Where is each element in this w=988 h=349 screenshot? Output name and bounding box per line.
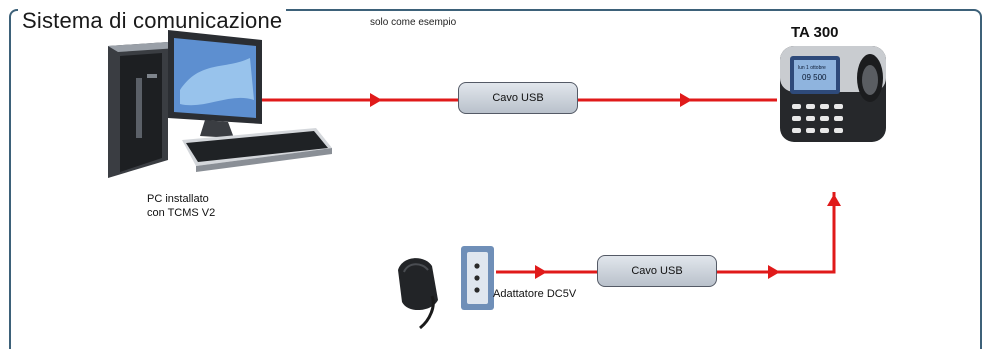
ta300-device-icon	[780, 46, 886, 142]
pc-label-line2: con TCMS V2	[147, 207, 216, 219]
example-note: solo come esempio	[370, 17, 457, 28]
adapter-label: Adattatore DC5V	[493, 288, 577, 300]
device-screen-date: lun 1 ottobre	[798, 65, 826, 71]
line-cable-to-ta300-bottom	[717, 192, 836, 274]
arrow-3	[535, 265, 547, 279]
arrow-5	[827, 194, 841, 206]
keyboard-icon	[182, 128, 332, 172]
diagram-title: Sistema di comunicazione	[18, 8, 287, 34]
pc-tower-icon	[108, 42, 178, 178]
connector-lines	[258, 98, 836, 274]
arrow-1	[370, 93, 382, 107]
usb-cable-top: Cavo USB	[458, 82, 578, 114]
arrowheads	[370, 93, 841, 279]
arrow-4	[768, 265, 780, 279]
monitor-icon	[168, 30, 262, 138]
arrow-2	[680, 93, 692, 107]
device-screen-time: 09 500	[802, 73, 827, 82]
usb-cable-bottom: Cavo USB	[597, 255, 717, 287]
wall-socket-icon	[461, 246, 494, 310]
device-title: TA 300	[791, 24, 839, 41]
power-adapter-icon	[398, 258, 438, 330]
pc-label-line1: PC installato	[147, 193, 209, 205]
diagram-artwork: lun 1 ottobre 09 500	[108, 30, 886, 330]
pc-label: PC installato con TCMS V2	[147, 192, 215, 220]
